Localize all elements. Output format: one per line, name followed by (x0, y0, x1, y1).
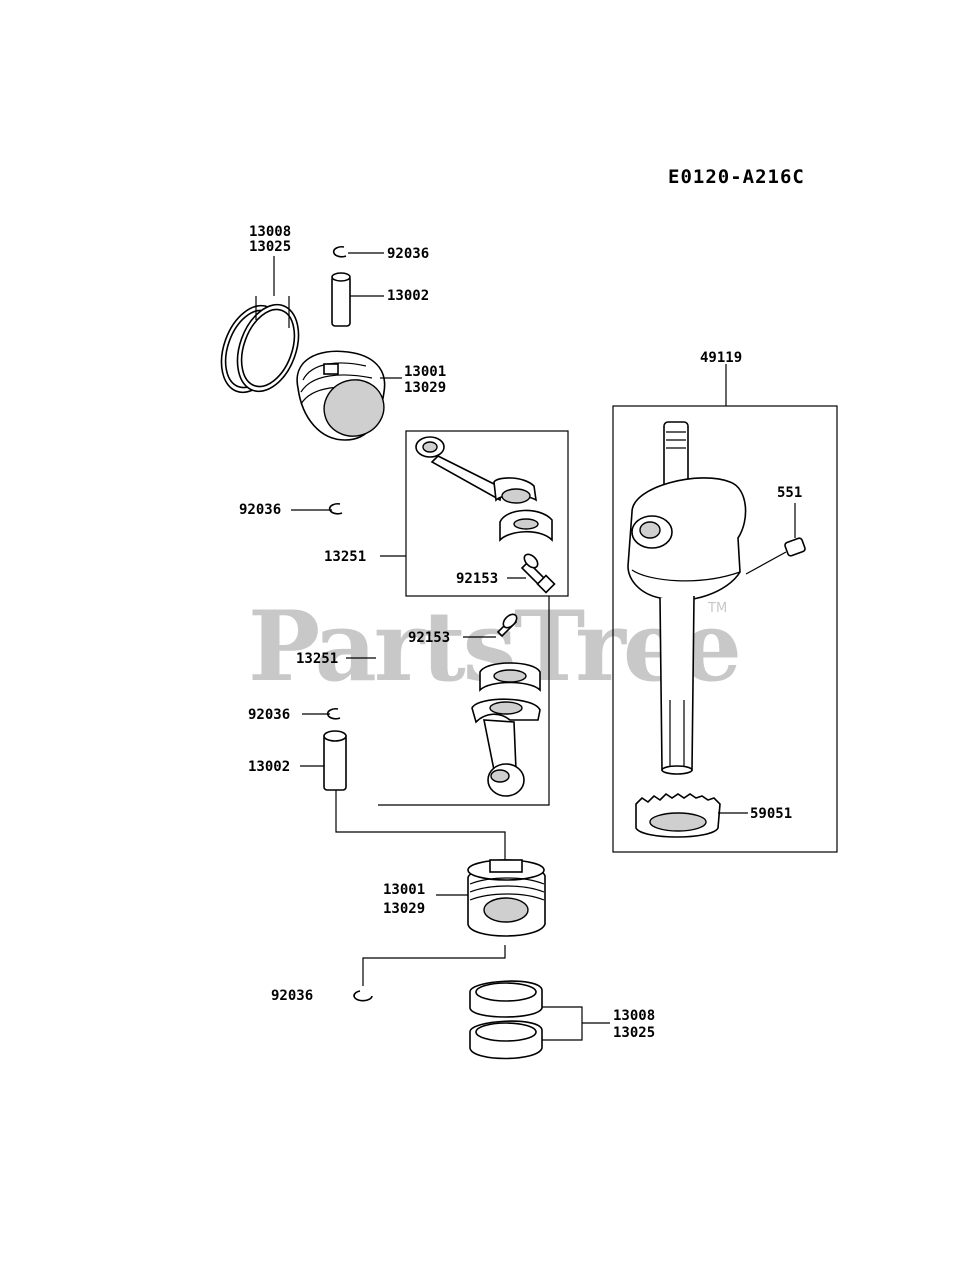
rod-bolt-top[interactable] (520, 552, 556, 594)
label-ring-top-b[interactable]: 13025 (249, 239, 291, 255)
crankshaft-gear[interactable] (635, 792, 721, 838)
piston-pin-top[interactable] (331, 272, 351, 327)
connecting-rod-bottom[interactable] (471, 662, 541, 797)
diagram-code: E0120-A216C (668, 166, 805, 188)
label-ring-bottom-b[interactable]: 13025 (613, 1025, 655, 1041)
label-rod-bottom[interactable]: 13251 (296, 651, 338, 667)
label-crankshaft[interactable]: 49119 (700, 350, 742, 366)
leader-ring-bottom (542, 1006, 610, 1041)
crankshaft-key[interactable] (784, 537, 806, 557)
watermark-tm: TM (707, 601, 727, 616)
label-piston-lower-a[interactable]: 13001 (383, 882, 425, 898)
leader-pin-to-piston (335, 790, 506, 862)
label-bolt-mid[interactable]: 92153 (408, 630, 450, 646)
leader-key (745, 503, 796, 575)
rod-bracket-bottom (378, 596, 550, 806)
label-gear[interactable]: 59051 (750, 806, 792, 822)
label-bolt-top[interactable]: 92153 (456, 571, 498, 587)
crankshaft[interactable] (627, 421, 747, 775)
piston-rings-bottom[interactable] (469, 980, 543, 1060)
rod-box-top (405, 430, 569, 597)
piston-rings-top[interactable] (210, 296, 309, 401)
crankshaft-box (612, 405, 838, 853)
circlip-top[interactable] (332, 245, 347, 258)
connecting-rod-top[interactable] (415, 436, 553, 542)
label-ring-top-a[interactable]: 13008 (249, 224, 291, 240)
label-key[interactable]: 551 (777, 485, 802, 501)
label-pin-top[interactable]: 13002 (387, 288, 429, 304)
label-piston-top-a[interactable]: 13001 (404, 364, 446, 380)
circlip-bottom[interactable] (353, 990, 373, 1002)
leader-ring-top (255, 256, 290, 328)
label-clip-mid[interactable]: 92036 (239, 502, 281, 518)
rod-bolt-mid[interactable] (496, 612, 519, 638)
label-clip-lower[interactable]: 92036 (248, 707, 290, 723)
label-piston-lower-b[interactable]: 13029 (383, 901, 425, 917)
label-pin-lower[interactable]: 13002 (248, 759, 290, 775)
label-clip-bottom[interactable]: 92036 (271, 988, 313, 1004)
circlip-mid[interactable] (328, 502, 343, 515)
piston-top[interactable] (296, 350, 390, 443)
leader-clip-bottom (362, 945, 506, 986)
label-piston-top-b[interactable]: 13029 (404, 380, 446, 396)
label-ring-bottom-a[interactable]: 13008 (613, 1008, 655, 1024)
label-clip-top[interactable]: 92036 (387, 246, 429, 262)
piston-pin-lower[interactable] (323, 730, 347, 791)
piston-lower[interactable] (467, 859, 546, 937)
label-rod-top[interactable]: 13251 (324, 549, 366, 565)
